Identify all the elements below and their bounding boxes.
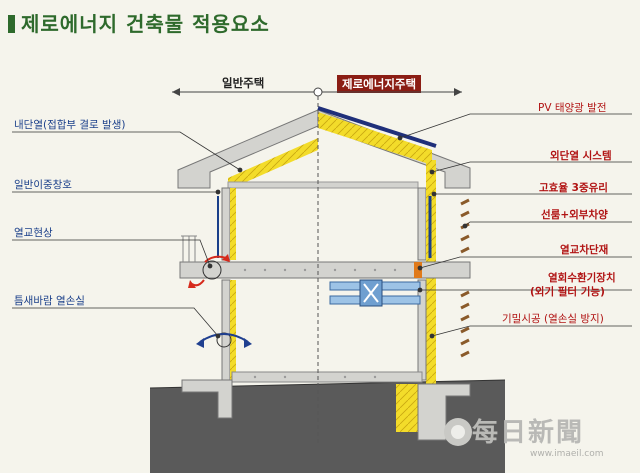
foundation-right xyxy=(417,383,471,441)
watermark-url: www.imaeil.com xyxy=(530,449,604,459)
title-text: 제로에너지 건축물 적용요소 xyxy=(21,12,270,36)
header-general-house: 일반주택 xyxy=(222,76,265,90)
header-arrow-line xyxy=(172,87,462,97)
roof-right-outer-insulation xyxy=(318,112,432,165)
label-pv-solar: PV 태양광 발전 xyxy=(538,102,607,114)
ceiling-slab xyxy=(227,181,419,189)
floor-slab xyxy=(179,261,471,279)
label-triple-glazing: 고효율 3중유리 xyxy=(539,182,608,194)
ground-slab-dots xyxy=(253,375,377,379)
right-wall-upper xyxy=(417,187,427,261)
page-title: 제로에너지 건축물 적용요소 xyxy=(8,8,270,37)
air-leakage-arrows xyxy=(196,332,252,348)
left-wall-upper xyxy=(221,187,231,261)
watermark-brand: 每日新聞 xyxy=(472,418,585,448)
label-air-leakage-loss: 틈새바람 열손실 xyxy=(14,295,85,307)
thermal-break xyxy=(414,262,422,278)
header-zero-energy-house: 제로에너지주택 xyxy=(337,75,422,93)
label-sunroom-shading: 선룸+외부차양 xyxy=(541,209,608,221)
watermark-logo-icon xyxy=(444,418,472,446)
floor-slab-dots xyxy=(243,268,397,272)
heat-recovery-ventilator xyxy=(329,279,421,307)
left-leader-lines xyxy=(12,131,243,339)
label-external-insulation: 외단열 시스템 xyxy=(550,150,612,162)
label-thermal-break: 열교차단재 xyxy=(560,244,609,256)
roof-left-inner-insulation xyxy=(228,138,318,190)
pv-panel xyxy=(317,106,437,148)
right-wall-lower xyxy=(417,279,427,381)
label-general-double-window: 일반이중창호 xyxy=(14,179,72,191)
label-internal-insulation: 내단열(접합부 결로 발생) xyxy=(14,119,126,131)
ground-slab xyxy=(231,371,423,383)
label-outdoor-air-filter: (외기 필터 기능) xyxy=(530,286,605,298)
thermal-bridge-heat-arrows xyxy=(188,254,230,288)
label-heat-recovery-ventilator: 열회수환기장치 xyxy=(548,272,616,284)
left-wall-lower xyxy=(221,279,231,381)
left-wall-insulation-upper xyxy=(230,188,236,260)
foundation-left xyxy=(181,379,233,419)
label-airtight-construction: 기밀시공 (열손실 방지) xyxy=(502,313,604,325)
left-wall-insulation-lower xyxy=(230,280,236,380)
label-thermal-bridge: 열교현상 xyxy=(14,227,53,239)
right-leader-lines xyxy=(397,113,632,339)
title-bar-icon xyxy=(8,15,15,33)
